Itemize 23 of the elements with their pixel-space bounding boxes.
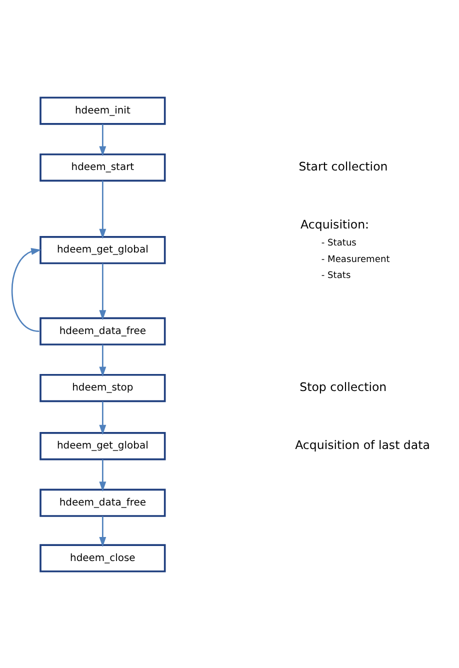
arrow — [99, 262, 106, 320]
arrow — [99, 124, 106, 156]
arrow — [99, 400, 106, 434]
node-box: hdeem_close — [40, 544, 166, 572]
node-box: hdeem_init — [40, 96, 166, 124]
node-box: hdeem_data_free — [40, 316, 166, 345]
label: Acquisition: — [300, 217, 370, 232]
node-box: hdeem_data_free — [40, 488, 166, 516]
arrow — [12, 247, 42, 332]
arrow — [99, 459, 106, 492]
node-box: hdeem_stop — [40, 373, 166, 402]
label: - Stats — [321, 270, 351, 281]
label: Acquisition of last data — [295, 438, 430, 452]
label: Stop collection — [300, 380, 387, 394]
arrow — [99, 516, 106, 546]
node-box: hdeem_get_global — [40, 236, 166, 264]
node-box: hdeem_start — [40, 152, 166, 182]
arrow — [99, 344, 106, 376]
label: - Measurement — [321, 254, 390, 264]
label: - Status — [321, 238, 356, 248]
node-box: hdeem_get_global — [40, 432, 166, 460]
arrow — [99, 180, 106, 238]
label: Start collection — [298, 159, 388, 174]
